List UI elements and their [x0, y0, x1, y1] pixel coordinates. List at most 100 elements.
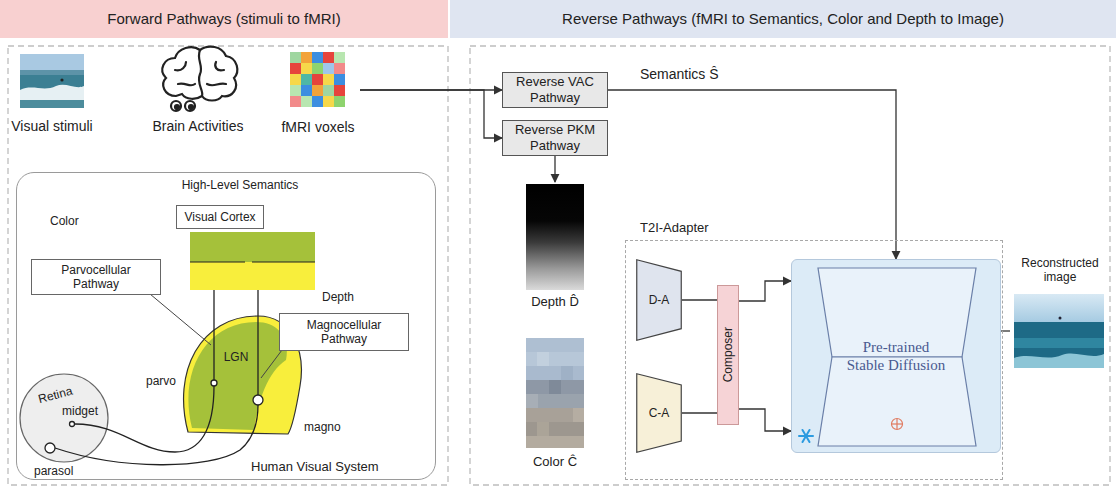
illustration-rect [334, 96, 345, 107]
header-band: Reverse Pathways (fMRI to Semantics, Col… [450, 0, 1116, 38]
illustration-rect [526, 422, 584, 436]
fmri-voxels: fMRI voxels [276, 50, 360, 136]
illustration-rect [323, 63, 334, 74]
illustration-path [215, 62, 224, 70]
adapter-block: C-A [636, 373, 682, 453]
node-label: Forward Pathways (stimuli to fMRI) [107, 10, 340, 28]
illustration-circle [70, 422, 75, 427]
illustration-circle [45, 443, 55, 453]
illustration-rect [526, 408, 584, 422]
node-label: Parvocellular Pathway [40, 263, 152, 292]
illustration-rect [312, 63, 323, 74]
illustration-rect [301, 63, 312, 74]
illustration-path [20, 85, 84, 100]
illustration-rect [20, 70, 84, 108]
illustration-path [178, 84, 195, 86]
illustration-rect [312, 74, 323, 85]
illustration-rect [323, 74, 334, 85]
illustration-rect [190, 232, 315, 262]
illustration-path [207, 84, 226, 86]
illustration-rect [190, 262, 315, 290]
node-label: fMRI voxels [281, 119, 354, 136]
visual-cortex-block [190, 232, 315, 290]
node-label: T2I-Adapter [640, 220, 709, 236]
depth-output: Depth D̂ [520, 182, 590, 310]
depth-map [526, 184, 584, 290]
process-box: Reverse VAC Pathway [502, 72, 608, 108]
frozen-icon [799, 430, 813, 442]
illustration-rect [290, 63, 301, 74]
illustration-rect [537, 422, 549, 436]
illustration-rect [323, 85, 334, 96]
add-symbol [896, 419, 897, 429]
cortex-box: Visual Cortex [176, 205, 264, 229]
illustration-rect [20, 54, 84, 108]
illustration-circle [211, 380, 217, 386]
node-label: Pre-trained Stable Diffusion [844, 338, 948, 374]
node-label: Reconstructed image [1010, 256, 1110, 285]
illustration-rect [312, 96, 323, 107]
add-symbol [892, 419, 903, 430]
illustration-line [213, 290, 214, 380]
color-map [526, 338, 584, 448]
node-label: Visual Cortex [184, 210, 255, 224]
adapter-block: D-A [636, 259, 682, 341]
node-label: Depth D̂ [531, 294, 579, 310]
neuron-dots [45, 380, 263, 453]
illustration-line [190, 261, 245, 262]
illustration-rect [312, 52, 323, 63]
illustration-rect [323, 96, 334, 107]
illustration-rect [301, 96, 312, 107]
illustration-circle [60, 78, 63, 81]
connector [360, 90, 502, 138]
part-label: midget [62, 404, 98, 418]
node-label: Composer [721, 327, 735, 382]
neural-wires [55, 290, 282, 465]
illustration-circle [1059, 317, 1062, 320]
illustration-rect [301, 85, 312, 96]
reconstructed-photo [1014, 294, 1104, 368]
illustration-rect [526, 436, 584, 448]
illustration-rect [526, 338, 584, 352]
part-label: parvo [146, 374, 176, 388]
illustration-rect [323, 52, 334, 63]
pathway-box: Parvocellular Pathway [31, 259, 161, 295]
composer-box: Composer [717, 285, 739, 425]
illustration-path [75, 386, 214, 452]
illustration-line [252, 261, 315, 262]
part-label: magno [304, 420, 341, 434]
output-image: Reconstructed image [1010, 256, 1110, 376]
connector [682, 299, 717, 300]
node-label: C-A [649, 406, 670, 420]
illustration-rect [537, 352, 549, 366]
retina-circle [20, 374, 108, 462]
pathway-box: Magnocellular Pathway [279, 313, 409, 351]
node-label: D-A [649, 293, 670, 307]
connector [682, 412, 717, 413]
part-label: LGN [224, 350, 249, 364]
frozen-icon-stroke [803, 430, 810, 442]
connector [608, 90, 896, 259]
illustration-rect [20, 70, 84, 75]
illustration-rect [290, 96, 301, 107]
illustration-rect [1014, 294, 1104, 322]
illustration-line [257, 290, 258, 395]
illustration-circle [189, 105, 193, 109]
illustration-rect [290, 52, 301, 63]
panel-outline [8, 46, 448, 485]
illustration-circle [175, 105, 179, 109]
illustration-rect [290, 85, 301, 96]
illustration-rect [526, 394, 584, 408]
illustration-path [175, 62, 186, 70]
process-box: Reverse PKM Pathway [502, 120, 608, 156]
illustration-rect [312, 85, 323, 96]
illustration-rect [526, 352, 584, 366]
node-label: Human Visual System [251, 459, 379, 475]
illustration-rect [526, 394, 538, 408]
illustration-rect [526, 380, 584, 394]
connector [554, 156, 555, 182]
illustration-rect [561, 366, 573, 380]
panel-outline [470, 46, 1110, 485]
illustration-rect [549, 380, 561, 394]
frozen-icon-stroke [803, 430, 810, 442]
